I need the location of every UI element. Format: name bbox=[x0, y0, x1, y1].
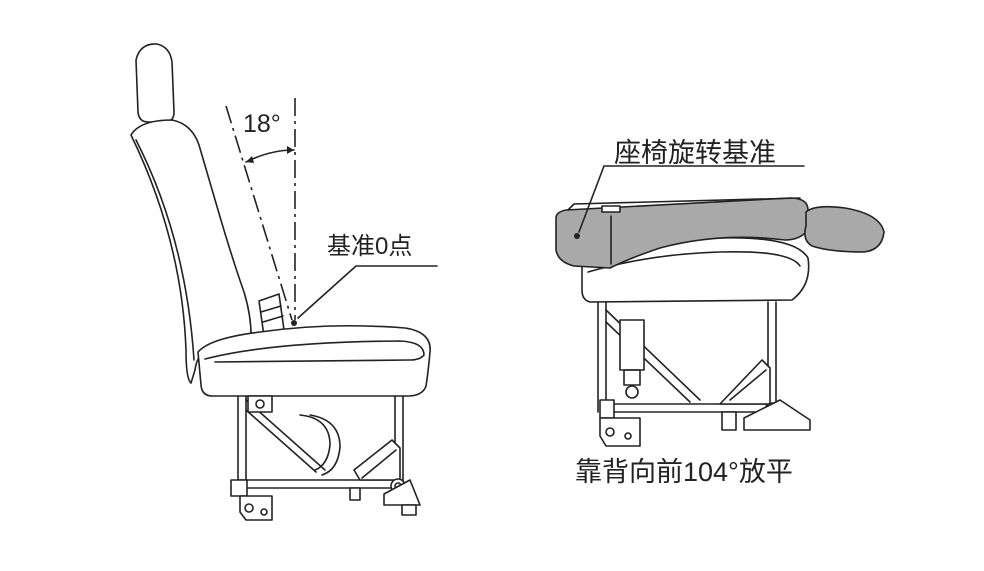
rotation-reference-point bbox=[574, 233, 580, 239]
cushion-seam bbox=[204, 340, 425, 363]
folded-seat bbox=[555, 165, 885, 447]
backrest-top-edge bbox=[567, 197, 801, 211]
angle-arrow-left bbox=[246, 156, 254, 163]
upright-seat bbox=[130, 43, 438, 521]
folded-seat-frame bbox=[597, 301, 811, 447]
backrest-seam bbox=[135, 139, 195, 361]
folded-headrest bbox=[804, 205, 885, 253]
reference-zero-point bbox=[291, 320, 297, 326]
rotation-leader-line bbox=[578, 165, 805, 233]
angle-arrow-right bbox=[287, 146, 294, 154]
folded-cushion-seam bbox=[587, 250, 801, 273]
rotation-reference-label: 座椅旋转基准 bbox=[614, 138, 776, 168]
reference-leader-line bbox=[297, 265, 438, 319]
buckle-lines bbox=[260, 305, 284, 323]
torso-angle-line bbox=[225, 105, 293, 321]
reference-zero-point-label: 基准0点 bbox=[327, 233, 413, 260]
seat-frame bbox=[230, 395, 421, 521]
flat-position-caption: 靠背向前104°放平 bbox=[575, 457, 793, 487]
headrest bbox=[135, 43, 175, 123]
angle-label: 18° bbox=[243, 110, 281, 138]
backrest-tab bbox=[601, 205, 621, 213]
